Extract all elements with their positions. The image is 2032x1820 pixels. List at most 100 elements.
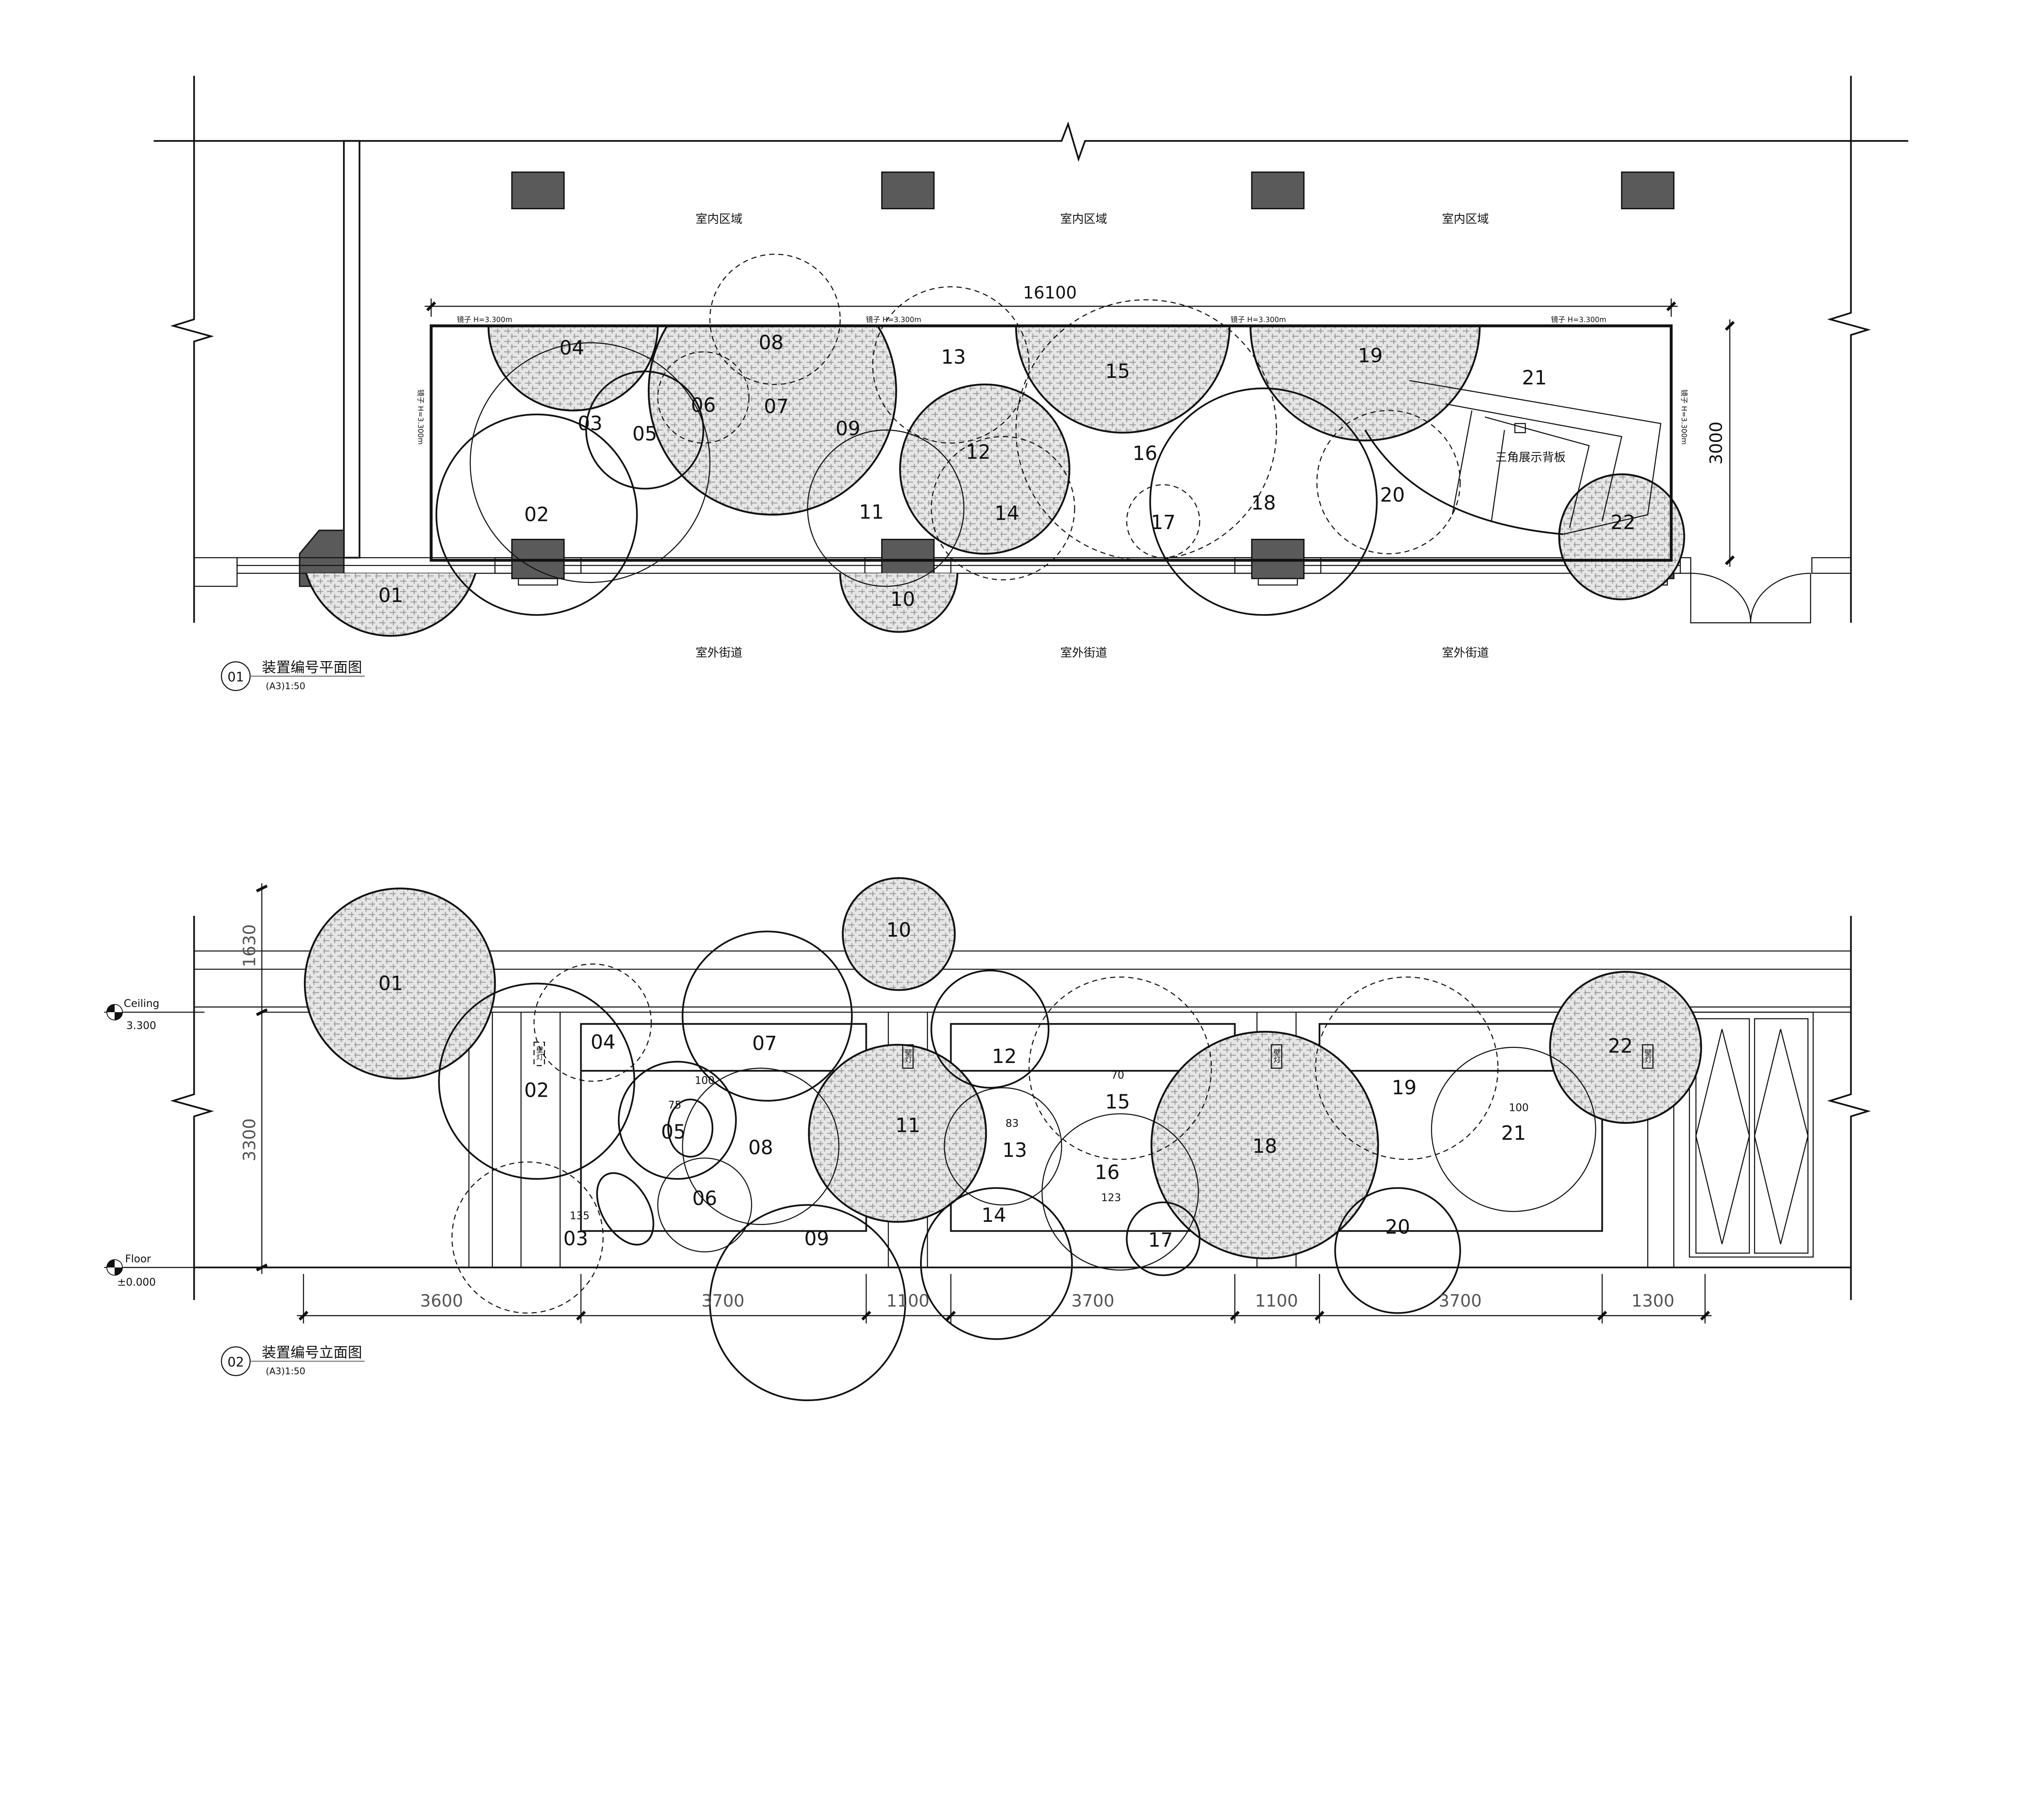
label-13: 13	[941, 346, 966, 369]
svg-text:02: 02	[228, 1354, 244, 1370]
installation-13	[872, 286, 1030, 444]
label-22: 22	[1611, 511, 1635, 534]
installation-21-backboard	[1364, 380, 1661, 535]
entrance-door	[1690, 573, 1811, 623]
wall-light-label: 壁灯	[1272, 1049, 1281, 1063]
left-boundary	[170, 76, 214, 623]
ceiling-value: 3.300	[126, 1020, 156, 1032]
label-03: 03	[577, 412, 602, 435]
elev-label-12: 12	[992, 1045, 1017, 1068]
installation-11	[807, 430, 965, 587]
plan-view: 01 02 03 04 05 06 07 08 09 10 11 12 13 1…	[154, 76, 1908, 692]
wall-lights: 壁灯 壁灯 壁灯 壁灯	[533, 1041, 1654, 1069]
svg-text:1300: 1300	[1631, 1291, 1674, 1310]
elev-label-10: 10	[886, 919, 911, 941]
elev-label-18: 18	[1253, 1135, 1277, 1158]
installation-17	[1126, 484, 1201, 558]
installation-10	[839, 573, 958, 633]
svg-text:1100: 1100	[886, 1291, 929, 1310]
floor-value: ±0.000	[117, 1276, 156, 1289]
mirror-label: 镜子 H=3.300m	[1680, 389, 1688, 445]
wall-light-label: 壁灯	[1643, 1049, 1652, 1063]
installation-19	[1249, 325, 1481, 442]
label-21: 21	[1522, 367, 1547, 389]
elev-label-06: 06	[692, 1187, 717, 1210]
elev-label-21: 21	[1501, 1122, 1526, 1145]
elev-installation-16	[1041, 1113, 1199, 1271]
label-05: 05	[632, 423, 657, 445]
size-16: 123	[1101, 1192, 1121, 1204]
elev-label-19: 19	[1392, 1076, 1417, 1099]
svg-text:1100: 1100	[1255, 1291, 1298, 1310]
installation-22	[1558, 473, 1685, 601]
installation-14	[931, 436, 1075, 581]
elev-label-20: 20	[1385, 1216, 1410, 1239]
elev-installation-11	[808, 1043, 987, 1223]
elev-label-09: 09	[804, 1228, 829, 1250]
elev-installation-07	[682, 931, 853, 1102]
bottom-dimensions: 3600 3700 1100 3700 1100 3700 1300	[297, 1274, 1712, 1324]
installation-01	[305, 573, 477, 637]
elev-installation-15	[1028, 976, 1212, 1160]
installation-18	[1149, 387, 1378, 616]
label-19: 19	[1358, 345, 1383, 367]
drawing-sheet: 01 02 03 04 05 06 07 08 09 10 11 12 13 1…	[104, 76, 1908, 1401]
label-10: 10	[890, 588, 915, 611]
elevation-title-block: 02 装置编号立面图 (A3)1:50	[221, 1344, 365, 1377]
size-05-inner: 75	[668, 1099, 682, 1111]
elev-label-13: 13	[1002, 1139, 1027, 1162]
installation-20	[1316, 410, 1461, 555]
elev-installation-06	[657, 1157, 752, 1253]
label-14: 14	[994, 502, 1019, 525]
depth-dimension: 3000	[1706, 319, 1735, 567]
elev-label-11: 11	[895, 1114, 920, 1137]
level-markers: Ceiling 3.300 Floor ±0.000	[104, 998, 195, 1289]
mirror-label: 镜子 H=3.300m	[1551, 316, 1606, 324]
elev-label-03: 03	[563, 1228, 588, 1250]
mirror-label: 镜子 H=3.300m	[1231, 316, 1286, 324]
elev-installation-09	[709, 1204, 906, 1401]
svg-text:16100: 16100	[1023, 283, 1077, 303]
size-03: 135	[570, 1210, 590, 1222]
elev-label-14: 14	[981, 1204, 1006, 1227]
indoor-label: 室内区域	[1060, 212, 1107, 226]
installation-12	[899, 383, 1070, 555]
ceiling-label: Ceiling	[124, 998, 159, 1010]
elev-label-07: 07	[752, 1032, 777, 1055]
elev-installation-04	[533, 963, 652, 1082]
elev-label-17: 17	[1148, 1229, 1173, 1252]
partition-wall	[343, 140, 360, 559]
installation-09	[648, 325, 897, 516]
top-wall-line	[154, 121, 1908, 162]
elev-installation-05	[618, 1061, 737, 1180]
label-20: 20	[1380, 484, 1405, 507]
size-13: 83	[1005, 1117, 1019, 1130]
elev-label-02: 02	[524, 1079, 549, 1102]
elev-installation-08	[682, 1067, 840, 1225]
label-15: 15	[1105, 360, 1130, 383]
corner-column	[299, 529, 345, 587]
plan-title-block: 01 装置编号平面图 (A3)1:50	[221, 659, 365, 692]
elev-installation-03	[451, 1161, 604, 1314]
plan-title: 装置编号平面图	[262, 659, 362, 676]
elev-label-15: 15	[1105, 1091, 1130, 1113]
installation-02	[435, 413, 638, 616]
elev-installation-13	[944, 1087, 1062, 1206]
label-07: 07	[764, 395, 789, 418]
outdoor-label: 室外街道	[1060, 646, 1107, 659]
storefront-wall	[193, 557, 1852, 587]
elev-installation-19	[1315, 976, 1499, 1160]
elev-installation-17	[1126, 1201, 1201, 1276]
elev-label-01: 01	[378, 972, 403, 995]
wall-light-label: 壁灯	[535, 1046, 543, 1060]
glass-door	[1689, 1011, 1814, 1258]
outdoor-label: 室外街道	[696, 646, 742, 659]
indoor-label: 室内区域	[696, 212, 742, 226]
elev-label-22: 22	[1608, 1035, 1633, 1057]
elev-label-08: 08	[748, 1136, 773, 1159]
label-12: 12	[966, 441, 990, 464]
installation-04	[487, 325, 659, 412]
elev-installation-01	[304, 887, 496, 1080]
svg-text:01: 01	[228, 669, 244, 685]
label-18: 18	[1251, 492, 1276, 514]
